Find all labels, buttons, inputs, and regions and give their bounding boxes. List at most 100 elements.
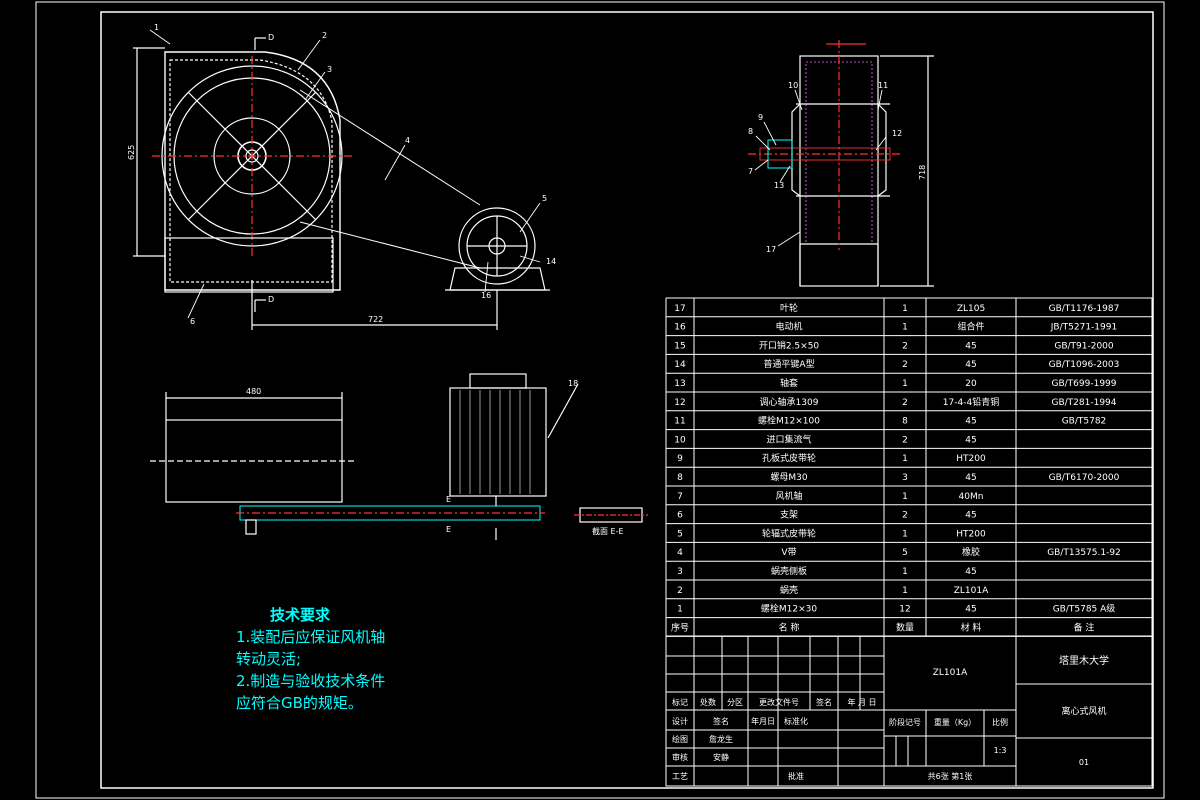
bom-cell-no: 15 — [674, 341, 685, 351]
tech-req-title: 技术要求 — [270, 606, 331, 624]
tb-sign2: 签名 — [713, 716, 729, 726]
bom-header-name: 名 称 — [779, 621, 800, 633]
callout-3: 3 — [327, 65, 332, 74]
bom-cell-material: 45 — [965, 435, 976, 445]
bom-cell-material: ZL101A — [954, 586, 989, 596]
bom-cell-name: 孔板式皮带轮 — [762, 452, 816, 464]
callout-1: 1 — [154, 23, 159, 32]
bom-cell-remark: GB/T1176-1987 — [1049, 304, 1120, 314]
bom-cell-name: 调心轴承1309 — [760, 396, 819, 408]
tb-check: 审核 — [672, 752, 688, 762]
bom-cell-remark: JB/T5271-1991 — [1050, 323, 1117, 333]
bom-cell-qty: 1 — [902, 492, 908, 502]
callout-13: 13 — [774, 181, 784, 190]
callout-7: 7 — [748, 167, 753, 176]
tb-scale: 1:3 — [994, 746, 1007, 755]
bom-cell-remark: GB/T91-2000 — [1054, 341, 1114, 351]
bom-cell-no: 6 — [677, 511, 683, 521]
bom-cell-qty: 8 — [902, 417, 908, 427]
drawing-number: 01 — [1079, 758, 1089, 767]
bom-cell-material: 17-4-4铅青铜 — [943, 396, 999, 408]
tb-change-doc: 更改文件号 — [759, 697, 799, 707]
bom-header-no: 序号 — [671, 621, 689, 633]
bom-cell-name: 普通平键A型 — [763, 358, 814, 370]
bom-cell-no: 3 — [677, 567, 683, 577]
bom-cell-name: 蜗壳 — [780, 584, 798, 596]
bom-header-material: 材 料 — [961, 621, 982, 633]
top-view — [150, 373, 648, 540]
drawing-name: 离心式风机 — [1061, 705, 1106, 717]
side-view — [748, 40, 934, 287]
title-block-text: ZL101A 塔里木大学 离心式风机 01 标记 处数 分区 更改文件号 签名 … — [672, 654, 1109, 781]
bom-cell-qty: 1 — [902, 454, 908, 464]
bom-cell-no: 13 — [674, 379, 685, 389]
bom-cell-material: 橡胶 — [962, 546, 980, 558]
dimension-625: 625 — [127, 145, 136, 160]
tb-design: 设计 — [672, 716, 688, 726]
bom-cell-name: 电动机 — [775, 321, 802, 333]
drawing-code: ZL101A — [933, 668, 968, 678]
bom-cell-no: 8 — [677, 473, 683, 483]
bom-cell-name: 蜗壳侧板 — [771, 565, 807, 577]
bom-cell-remark: GB/T699-1999 — [1051, 379, 1116, 389]
outer-border — [35, 1, 1165, 799]
bom-cell-qty: 3 — [902, 473, 908, 483]
bom-cell-no: 7 — [677, 492, 683, 502]
dimension-722: 722 — [368, 315, 383, 324]
bom-cell-material: HT200 — [956, 529, 986, 539]
tb-date2: 年月日 — [751, 716, 775, 726]
bom-cell-name: 支架 — [780, 509, 798, 521]
bom-cell-material: 45 — [965, 360, 976, 370]
bom-cell-material: 45 — [965, 473, 976, 483]
bom-cell-name: 螺栓M12×100 — [758, 415, 820, 427]
section-mark-d-top: D — [268, 33, 274, 42]
bom-cell-material: HT200 — [956, 454, 986, 464]
tb-checker: 安静 — [713, 752, 729, 762]
tb-sign: 签名 — [816, 697, 832, 707]
section-mark-e-top: E — [446, 495, 451, 504]
bom-cell-material: 45 — [965, 567, 976, 577]
front-view — [133, 37, 550, 330]
side-view-callouts: 10 11 12 9 8 7 13 17 718 — [748, 81, 927, 254]
callout-4: 4 — [405, 136, 410, 145]
bom-header-remark: 备 注 — [1074, 621, 1095, 633]
dimension-718: 718 — [918, 165, 927, 180]
tech-req-line-4: 应符合GB的规矩。 — [236, 694, 363, 712]
bom-cell-name: 轮辐式皮带轮 — [762, 527, 816, 539]
bom-cell-no: 2 — [677, 586, 683, 596]
bom-cell-no: 17 — [674, 304, 685, 314]
tech-req-line-2: 转动灵活; — [236, 650, 302, 668]
bom-cell-qty: 1 — [902, 304, 908, 314]
callout-16: 16 — [481, 291, 491, 300]
bom-cell-name: V带 — [781, 547, 796, 558]
bom-cell-no: 1 — [677, 605, 683, 615]
bom-cell-material: 40Mn — [959, 492, 984, 502]
bom-cell-remark: GB/T281-1994 — [1051, 398, 1116, 408]
bom-cell-qty: 2 — [902, 341, 908, 351]
callout-12: 12 — [892, 129, 902, 138]
bom-cell-material: 20 — [965, 379, 977, 389]
section-label-ee: 截面 E-E — [592, 526, 624, 536]
callout-17: 17 — [766, 245, 776, 254]
section-mark-d-bottom: D — [268, 295, 274, 304]
bom-cell-no: 14 — [674, 360, 686, 370]
bom-cell-qty: 1 — [902, 567, 908, 577]
front-view-callouts: 1 2 3 4 5 14 16 6 D D 625 722 — [127, 23, 556, 326]
bom-cell-name: 进口集流气 — [766, 433, 811, 445]
bom-cell-no: 4 — [677, 548, 683, 558]
bom-cell-remark: GB/T13575.1-92 — [1047, 548, 1121, 558]
callout-18: 18 — [568, 379, 578, 388]
callout-9: 9 — [758, 113, 763, 122]
tb-date: 年 月 日 — [847, 697, 876, 707]
tech-req-line-1: 1.装配后应保证风机轴 — [236, 628, 386, 646]
bom-cell-remark: GB/T5782 — [1062, 417, 1107, 427]
bom-cell-name: 轴套 — [780, 377, 798, 389]
callout-14: 14 — [546, 257, 556, 266]
bom-cell-qty: 1 — [902, 323, 908, 333]
bom-cell-remark: GB/T1096-2003 — [1049, 360, 1120, 370]
bom-cell-material: 组合件 — [957, 321, 984, 333]
tb-stage-mark: 阶段记号 — [889, 717, 921, 727]
callout-11: 11 — [878, 81, 888, 90]
callout-8: 8 — [748, 127, 753, 136]
bom-cell-material: 45 — [965, 605, 976, 615]
